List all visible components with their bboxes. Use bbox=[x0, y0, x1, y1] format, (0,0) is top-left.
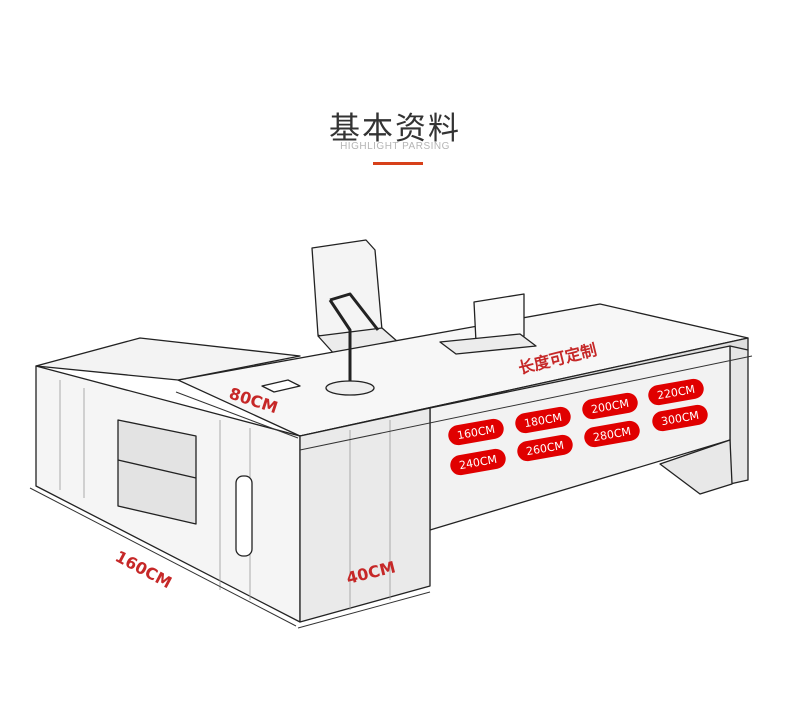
dim-label-160cm: 160CM bbox=[112, 547, 175, 592]
desk-right-leg bbox=[729, 345, 749, 485]
length-option: 260CM bbox=[517, 434, 573, 462]
lamp-base bbox=[325, 380, 375, 396]
section-title: 基本资料 bbox=[329, 111, 461, 147]
front-leg bbox=[659, 439, 733, 495]
cabinet-opening bbox=[117, 419, 197, 525]
length-option: 180CM bbox=[515, 406, 571, 434]
length-option: 300CM bbox=[652, 404, 708, 432]
desk-drawing bbox=[35, 239, 749, 623]
return-side bbox=[299, 407, 431, 623]
laptop-base bbox=[439, 333, 537, 355]
dimension-lines bbox=[29, 355, 753, 629]
length-options: 160CM 180CM 200CM 220CM 240CM 260CM 280C… bbox=[448, 378, 708, 476]
length-option: 240CM bbox=[450, 448, 506, 476]
shelf-line bbox=[117, 459, 197, 479]
title-accent-bar bbox=[373, 162, 423, 165]
length-option: 220CM bbox=[648, 378, 704, 406]
dim-line-160 bbox=[29, 487, 297, 627]
dim-line-length bbox=[299, 355, 753, 451]
cabinet-top bbox=[35, 337, 301, 381]
dim-line-40 bbox=[297, 591, 431, 629]
length-option: 200CM bbox=[582, 392, 638, 420]
section-header: 基本资料 HIGHLIGHT PARSING bbox=[0, 0, 790, 175]
dim-line-80 bbox=[175, 391, 299, 439]
desk-lamp bbox=[328, 292, 380, 390]
cable-port bbox=[261, 379, 301, 393]
section-subtitle: HIGHLIGHT PARSING bbox=[340, 141, 450, 152]
laptop-screen bbox=[473, 293, 525, 343]
cabinet-handle bbox=[235, 475, 253, 557]
length-option: 280CM bbox=[584, 420, 640, 448]
length-option: 160CM bbox=[448, 418, 504, 446]
